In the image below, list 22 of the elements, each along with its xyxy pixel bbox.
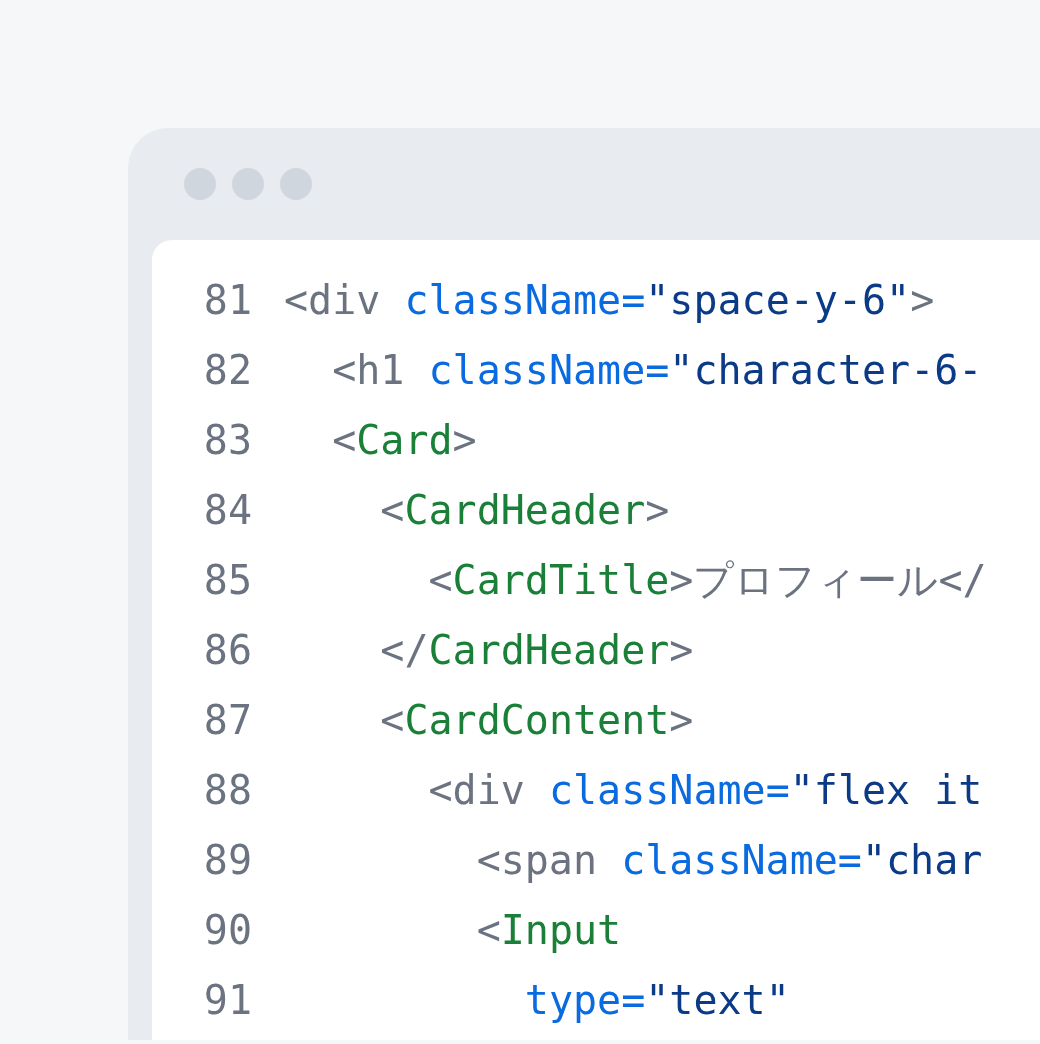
code-line: type="text" [524,976,790,1024]
code-line: <div className="flex it [428,766,983,814]
code-line: <CardHeader> [380,486,670,534]
code-line: <CardTitle>プロフィール</ [428,556,987,604]
code-line: <h1 className="character-6- [332,346,983,394]
line-number: 90 [202,906,252,954]
line-number: 89 [202,836,252,884]
code-line: <CardContent> [380,696,694,744]
line-number: 82 [202,346,252,394]
line-number: 91 [202,976,252,1024]
line-number: 86 [202,626,252,674]
line-number: 81 [202,276,252,324]
code-line: <div className="space-y-6"> [284,276,935,324]
line-number: 87 [202,696,252,744]
code-line: <Input [476,906,622,954]
code-line: <span className="char [476,836,983,884]
line-number: 88 [202,766,252,814]
code-line: </CardHeader> [380,626,694,674]
line-number: 84 [202,486,252,534]
code-line: <Card> [332,416,477,464]
line-number: 85 [202,556,252,604]
line-number: 83 [202,416,252,464]
